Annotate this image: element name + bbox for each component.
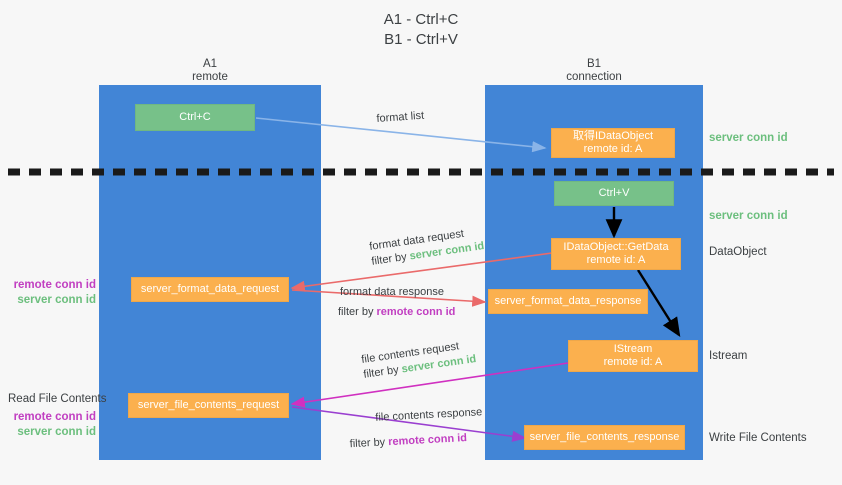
node-server-file-contents-request[interactable]: server_file_contents_request — [128, 393, 289, 418]
node-server-format-data-request[interactable]: server_format_data_request — [131, 277, 289, 302]
node-idataobject[interactable]: 取得IDataObject remote id: A — [551, 128, 675, 158]
page-title: A1 - Ctrl+C B1 - Ctrl+V — [0, 10, 842, 50]
node-ctrl-v-label: Ctrl+V — [598, 187, 630, 199]
edge-label-file-contents-response-filter: filter by remote conn id — [349, 430, 484, 452]
node-getdata-label: IDataObject::GetData — [563, 241, 669, 253]
right-label-server-conn-id-2: server conn id — [709, 210, 788, 222]
node-ctrl-c[interactable]: Ctrl+C — [135, 104, 255, 131]
edge-label-format-data-response-filter: filter by remote conn id — [338, 305, 455, 320]
lane-b1-name: B1 — [586, 58, 602, 70]
node-server-file-contents-response[interactable]: server_file_contents_response — [524, 425, 685, 450]
title-line-1: A1 - Ctrl+C — [383, 11, 459, 28]
right-label-dataobject: DataObject — [709, 246, 767, 258]
node-idataobject-getdata[interactable]: IDataObject::GetData remote id: A — [551, 238, 681, 270]
right-label-write-file-contents: Write File Contents — [709, 432, 807, 444]
lane-a1-sub: remote — [192, 71, 228, 83]
edge-label-format-list: format list — [376, 109, 425, 125]
node-istream-label: IStream — [613, 343, 653, 355]
node-file-contents-request-label: server_file_contents_request — [137, 399, 280, 411]
node-istream-sub: remote id: A — [603, 356, 663, 368]
node-ctrl-c-label: Ctrl+C — [179, 111, 211, 123]
edge-label-file-contents-response-text: file contents response — [375, 406, 483, 424]
edge-label-format-data-request: format data request filter by server con… — [368, 224, 485, 270]
filter-value-4: remote conn id — [387, 432, 468, 449]
node-file-contents-response-label: server_file_contents_response — [529, 431, 680, 443]
filter-prefix-3: filter by — [362, 363, 403, 381]
lane-header-a1: A1 remote — [139, 58, 281, 84]
node-server-format-data-response[interactable]: server_format_data_response — [488, 289, 648, 314]
right-label-istream: Istream — [709, 350, 748, 362]
edge-label-file-contents-request: file contents request filter by server c… — [360, 337, 477, 383]
edge-label-format-data-response: format data response filter by remote co… — [338, 285, 455, 320]
edge-label-file-contents-response: file contents response filter by remote … — [349, 405, 484, 451]
left-label-server-conn-id-1: server conn id — [17, 294, 96, 306]
filter-prefix-2: filter by — [338, 306, 377, 318]
right-label-server-conn-id-1: server conn id — [709, 132, 788, 144]
left-label-group-1: remote conn id server conn id — [10, 278, 96, 308]
node-idataobject-sub: remote id: A — [583, 143, 643, 155]
node-istream[interactable]: IStream remote id: A — [568, 340, 698, 372]
filter-prefix-4: filter by — [349, 436, 389, 451]
left-label-read-file-contents: Read File Contents — [8, 393, 107, 405]
edge-label-format-data-response-text: format data response — [340, 286, 444, 298]
node-idataobject-label: 取得IDataObject — [572, 130, 654, 142]
lane-header-b1: B1 connection — [523, 58, 665, 84]
node-format-data-response-label: server_format_data_response — [494, 295, 642, 307]
left-label-group-2: remote conn id server conn id — [10, 410, 96, 440]
filter-value-2: remote conn id — [376, 306, 456, 318]
node-ctrl-v[interactable]: Ctrl+V — [554, 181, 674, 206]
filter-prefix-1: filter by — [370, 250, 411, 268]
node-format-data-request-label: server_format_data_request — [140, 283, 280, 295]
lane-b1-sub: connection — [566, 71, 622, 83]
node-getdata-sub: remote id: A — [586, 254, 646, 266]
left-label-remote-conn-id-2: remote conn id — [13, 411, 96, 423]
left-label-remote-conn-id-1: remote conn id — [13, 279, 96, 291]
title-line-2: B1 - Ctrl+V — [384, 31, 458, 48]
lane-a1-name: A1 — [202, 58, 218, 70]
left-label-server-conn-id-2: server conn id — [17, 426, 96, 438]
